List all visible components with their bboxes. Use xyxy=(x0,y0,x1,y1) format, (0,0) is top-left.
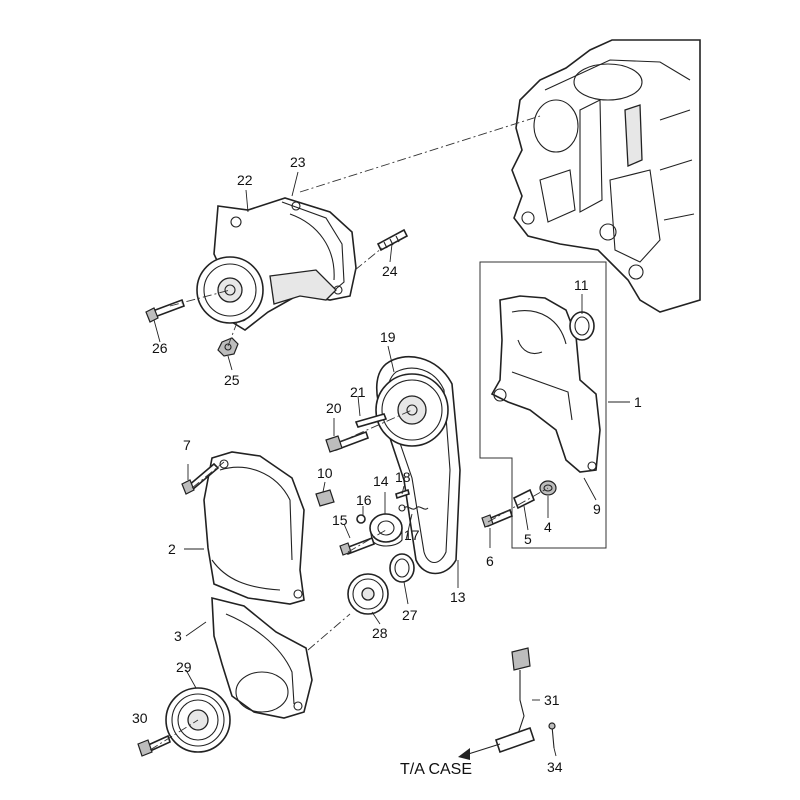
callout-14: 14 xyxy=(373,473,389,489)
upper-cover-2 xyxy=(203,451,305,605)
bolt-26 xyxy=(145,298,186,323)
callout-21: 21 xyxy=(350,384,366,400)
spring-17 xyxy=(398,504,429,512)
callout-30: 30 xyxy=(132,710,148,726)
callout-1: 1 xyxy=(634,394,642,410)
seal-11 xyxy=(569,311,595,341)
callout-7: 7 xyxy=(183,437,191,453)
callout-26: 26 xyxy=(152,340,168,356)
callout-6: 6 xyxy=(486,553,494,569)
callout-4: 4 xyxy=(544,519,552,535)
callout-25: 25 xyxy=(224,372,240,388)
engine-block xyxy=(511,39,701,313)
callout-15: 15 xyxy=(332,512,348,528)
alignment-lines xyxy=(149,115,549,751)
rear-cover-group xyxy=(479,261,607,549)
nut-25 xyxy=(217,337,239,357)
bolt-15 xyxy=(339,536,376,556)
callout-5: 5 xyxy=(524,531,532,547)
ta-case-arrow xyxy=(458,743,501,760)
stud-24 xyxy=(376,228,409,252)
callout-13: 13 xyxy=(450,589,466,605)
pin-18 xyxy=(395,488,410,500)
callout-9: 9 xyxy=(593,501,601,517)
guide-27 xyxy=(389,553,415,583)
tensioner-14 xyxy=(369,513,403,547)
cam-pulley-19 xyxy=(375,373,449,447)
callout-20: 20 xyxy=(326,400,342,416)
washer-16 xyxy=(356,514,366,524)
callout-34: 34 xyxy=(547,759,563,775)
callout-22: 22 xyxy=(237,172,253,188)
sensor-harness-31 xyxy=(494,647,536,754)
callout-17: 17 xyxy=(404,527,420,543)
callout-11: 11 xyxy=(574,277,589,293)
camshaft-sprocket-22 xyxy=(196,256,264,324)
pin-21 xyxy=(354,413,388,428)
leader-lines xyxy=(153,171,630,757)
ta-case-label: T/A CASE xyxy=(400,761,472,778)
callout-19: 19 xyxy=(380,329,396,345)
callout-31: 31 xyxy=(544,692,560,708)
callout-18: 18 xyxy=(395,469,411,485)
crank-sprocket-28 xyxy=(347,573,389,615)
callout-labels: 1 2 3 4 5 6 7 9 10 11 13 14 15 16 17 18 … xyxy=(132,154,642,778)
callout-23: 23 xyxy=(290,154,306,170)
lower-cover-3 xyxy=(211,596,313,719)
callout-3: 3 xyxy=(174,628,182,644)
bolt-20 xyxy=(325,430,370,453)
clip-10 xyxy=(315,489,335,507)
bolt-6 xyxy=(481,508,513,528)
sleeve-5 xyxy=(512,488,536,510)
bolt-34 xyxy=(548,722,556,749)
callout-16: 16 xyxy=(356,492,372,508)
callout-2: 2 xyxy=(168,541,176,557)
callout-10: 10 xyxy=(317,465,333,481)
callout-29: 29 xyxy=(176,659,192,675)
bolt-30 xyxy=(137,734,171,757)
callout-28: 28 xyxy=(372,625,388,641)
callout-27: 27 xyxy=(402,607,418,623)
bolt-7 xyxy=(181,462,220,495)
callout-24: 24 xyxy=(382,263,398,279)
